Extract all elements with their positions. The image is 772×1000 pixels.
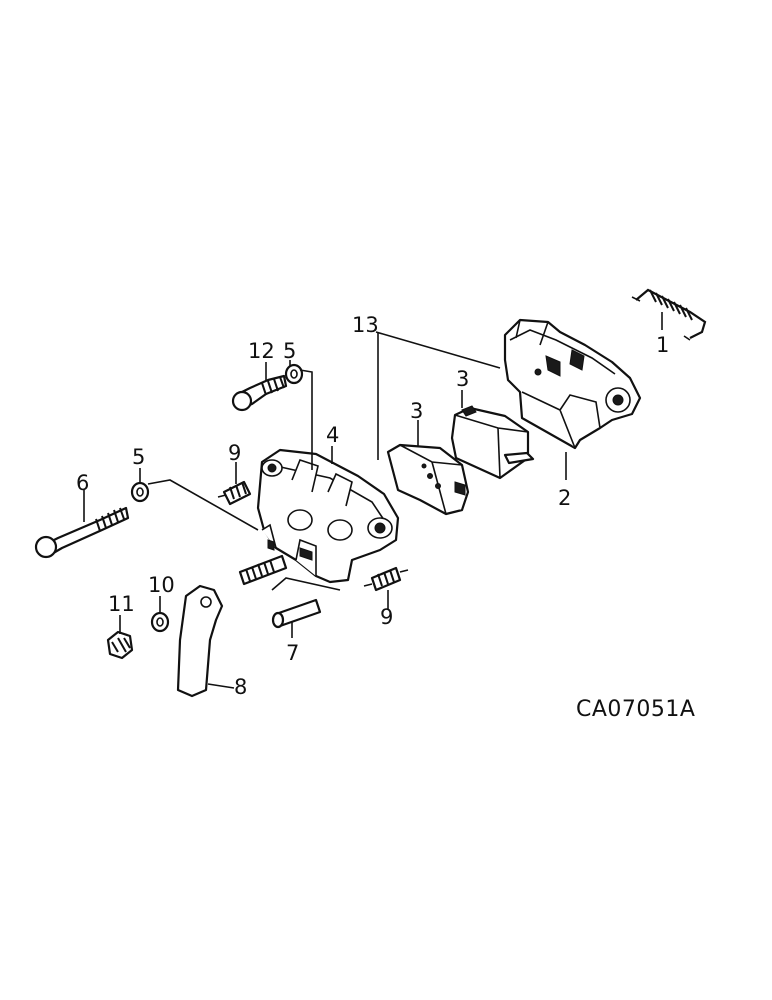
callout-11: 11 [108,592,135,616]
part-4-caliper-bracket [256,448,400,584]
callout-6: 6 [76,471,89,495]
part-11-nut [106,630,134,660]
callout-9-lower: 9 [380,605,393,629]
callout-13: 13 [352,313,379,337]
callout-1: 1 [656,333,669,357]
part-3-brake-pad-right [450,405,535,480]
part-7-pin [271,598,322,629]
part-5-washer-lower [130,481,150,503]
callout-8: 8 [234,675,247,699]
part-1-spring-clip [631,288,707,341]
callout-5-lower: 5 [132,445,145,469]
callout-5-upper: 5 [283,339,296,363]
callout-labels: 1 2 3 3 4 5 5 6 7 8 9 9 10 11 12 13 [76,313,669,699]
part-5-washer-upper [284,363,304,385]
part-2-caliper-housing [503,318,642,450]
callout-3-left: 3 [410,399,423,423]
callout-12: 12 [248,339,275,363]
callout-7: 7 [286,641,299,665]
part-9-spring-lower [363,566,409,592]
leader-lines [83,312,663,689]
part-9-spring-upper [217,480,252,506]
part-stud [238,554,288,586]
callout-10: 10 [148,573,175,597]
callout-9-upper: 9 [228,441,241,465]
callout-2: 2 [558,486,571,510]
drawing-code: CA07051A [576,697,695,722]
callout-4: 4 [326,423,339,447]
part-12-bolt [231,374,288,412]
callout-3-right: 3 [456,367,469,391]
part-8-lever [176,584,224,698]
part-3-brake-pad-left [386,443,470,516]
part-6-long-bolt [34,506,130,559]
part-10-washer [150,611,170,633]
